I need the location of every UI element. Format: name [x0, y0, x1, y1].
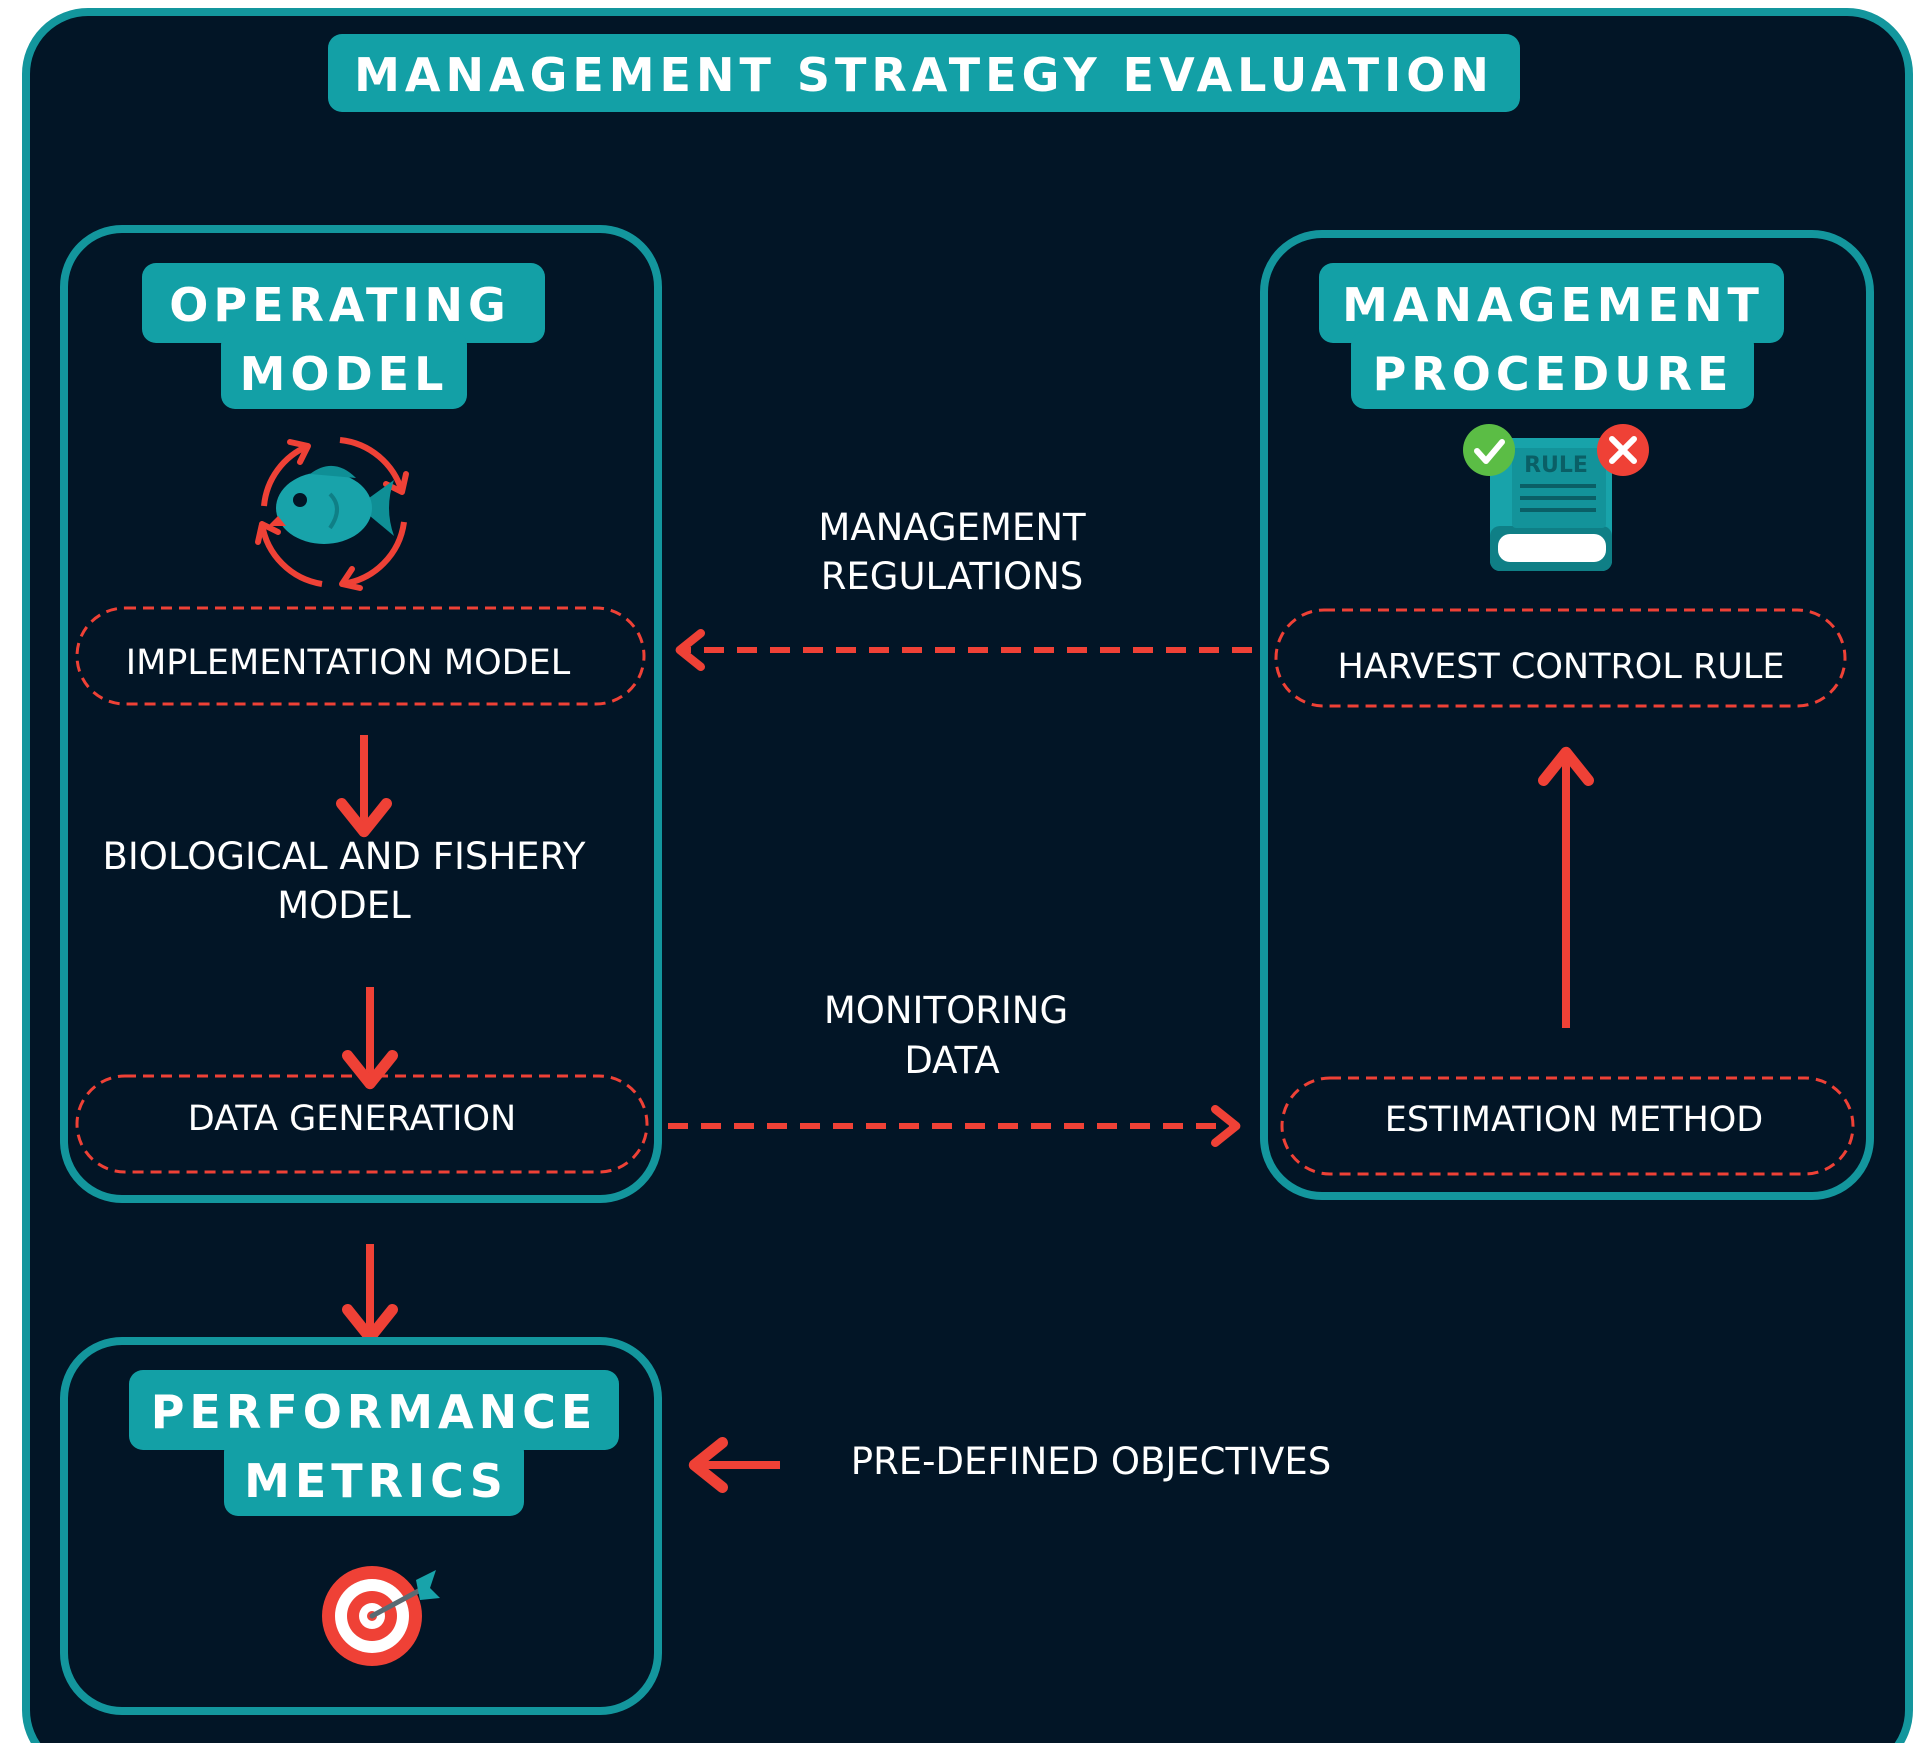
estimation-method-box	[1280, 1076, 1855, 1176]
rule-book-label: RULE	[1524, 453, 1588, 478]
management-regulations-label-line1: MANAGEMENT	[818, 506, 1086, 549]
management-procedure-heading-line2: PROCEDURE	[1373, 347, 1734, 401]
estimation-method-label: ESTIMATION METHOD	[1385, 1100, 1764, 1140]
fish-cycle-icon	[255, 437, 409, 591]
cross-icon	[1597, 424, 1649, 476]
operating-model-heading-line1: OPERATING	[169, 278, 510, 332]
performance-metrics-panel	[60, 1337, 662, 1715]
management-procedure-panel	[1260, 230, 1874, 1200]
operating-model-heading: OPERATING MODEL	[142, 263, 545, 409]
bio-fishery-label-line1: BIOLOGICAL AND FISHERY	[102, 835, 585, 878]
check-icon	[1463, 424, 1515, 476]
implementation-model-box	[75, 606, 646, 706]
operating-model-heading-line2: MODEL	[240, 347, 449, 401]
harvest-control-rule-label: HARVEST CONTROL RULE	[1337, 647, 1784, 687]
target-icon	[322, 1566, 440, 1666]
data-generation-label: DATA GENERATION	[188, 1099, 516, 1139]
operating-model-panel	[60, 225, 662, 1203]
performance-metrics-heading-line2: METRICS	[244, 1454, 508, 1508]
pre-defined-objectives-label: PRE-DEFINED OBJECTIVES	[851, 1440, 1331, 1483]
monitoring-data-label-line2: DATA	[904, 1039, 999, 1082]
bio-fishery-label-line2: MODEL	[277, 884, 411, 927]
harvest-control-rule-box	[1274, 608, 1847, 708]
data-generation-box	[75, 1074, 649, 1174]
performance-metrics-heading: PERFORMANCE METRICS	[129, 1370, 619, 1516]
outer-frame	[22, 8, 1913, 1743]
monitoring-data-label-line1: MONITORING	[824, 989, 1068, 1032]
main-title-badge: MANAGEMENT STRATEGY EVALUATION	[328, 34, 1520, 112]
main-title: MANAGEMENT STRATEGY EVALUATION	[354, 48, 1494, 102]
management-procedure-heading-line1: MANAGEMENT	[1342, 278, 1764, 332]
management-regulations-label-line2: REGULATIONS	[821, 555, 1084, 598]
performance-metrics-heading-line1: PERFORMANCE	[151, 1385, 598, 1439]
management-procedure-heading: MANAGEMENT PROCEDURE	[1319, 263, 1784, 409]
implementation-model-label: IMPLEMENTATION MODEL	[126, 643, 571, 683]
rule-book-icon: RULE	[1490, 438, 1612, 571]
